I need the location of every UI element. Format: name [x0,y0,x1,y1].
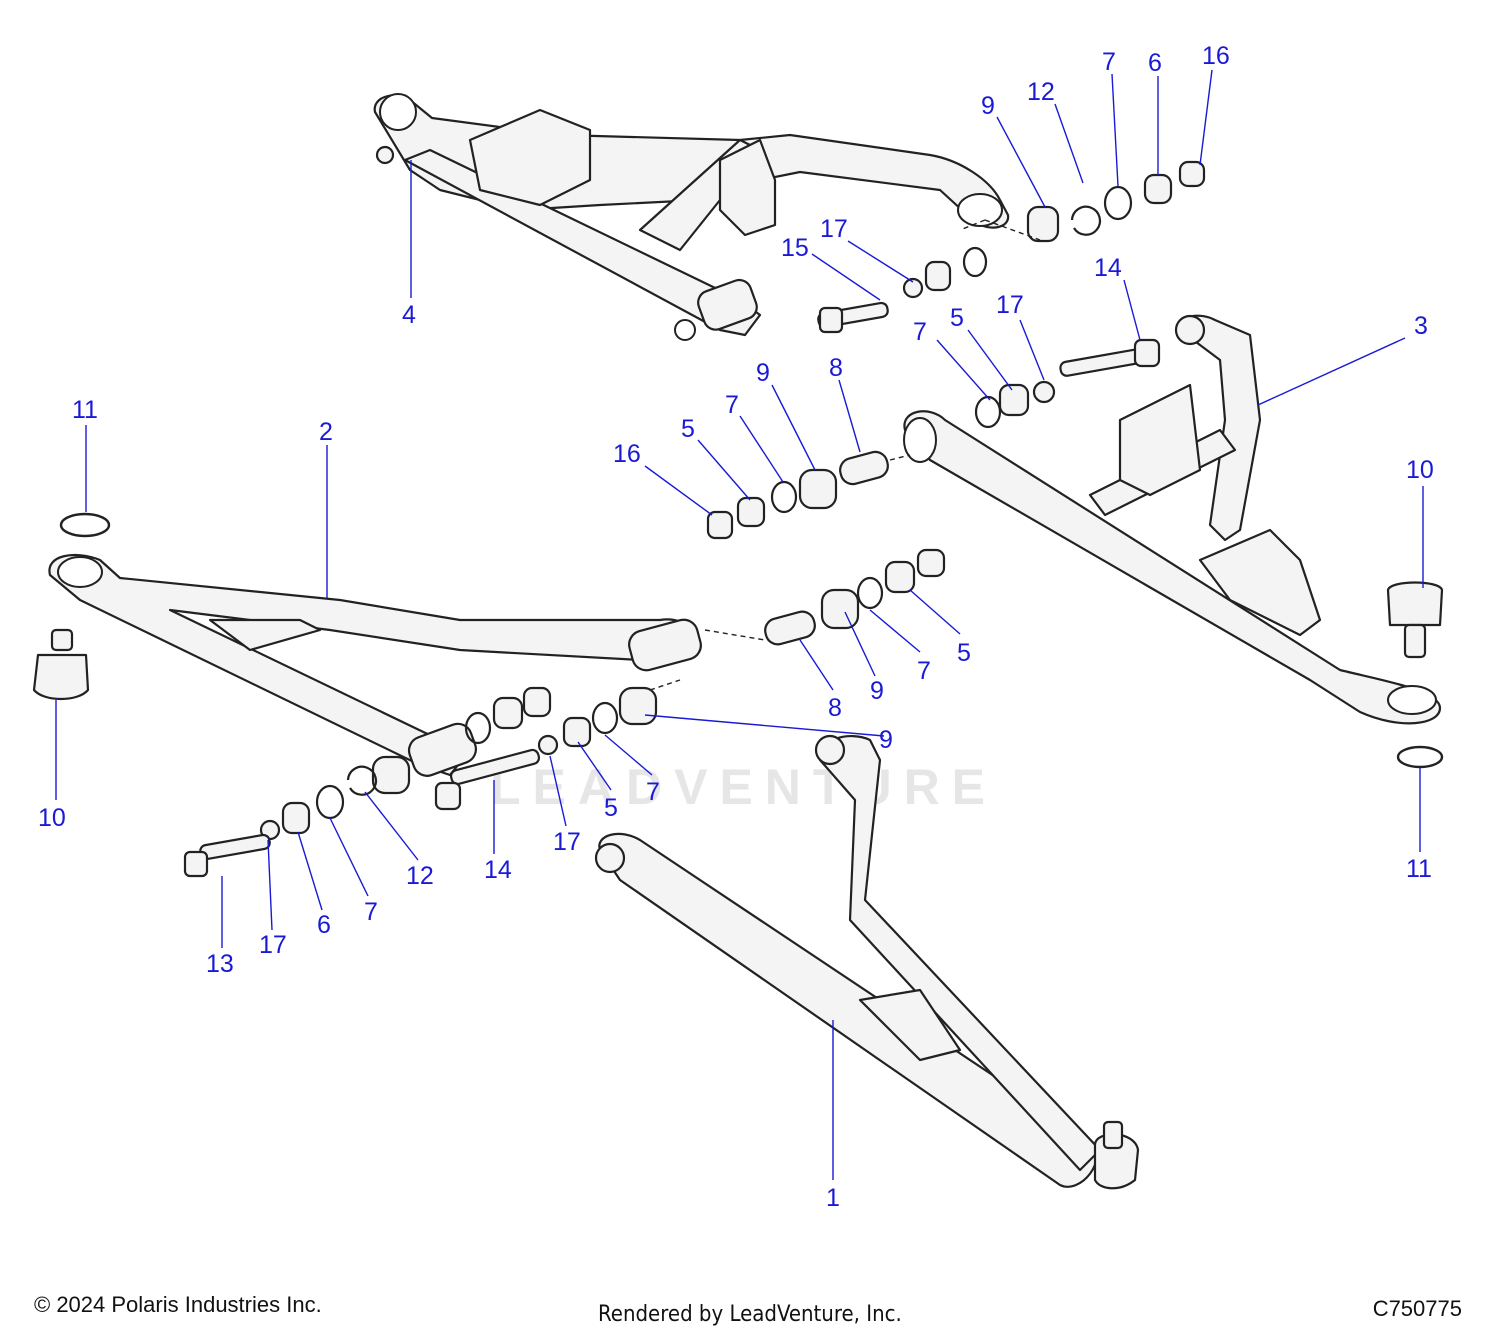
callout-7: 7 [364,898,378,926]
callout-17: 17 [553,828,581,856]
hardware-middle-center [706,338,1161,540]
callout-7: 7 [1102,48,1116,76]
callout-16: 16 [1202,42,1230,70]
hardware-upper-middle [817,246,988,334]
diagram-code: C750775 [1372,1296,1462,1321]
callout-13: 13 [206,950,234,978]
watermark: LEADVENTURE [490,759,998,815]
callout-15: 15 [781,234,809,262]
callout-labels: 4 9 12 7 6 16 17 15 14 3 7 5 17 9 8 7 5 … [38,42,1434,1212]
callout-5: 5 [681,415,695,443]
ball-joint-10-right [1386,581,1444,659]
callout-6: 6 [1148,49,1162,77]
callout-8: 8 [829,354,843,382]
callout-7: 7 [725,391,739,419]
callout-4: 4 [402,301,416,329]
callout-11: 11 [72,396,98,424]
callout-17: 17 [259,931,287,959]
upper-control-arm-4 [373,93,1010,341]
hardware-lower-left [183,679,681,878]
callout-9: 9 [981,92,995,120]
control-arm-3 [903,314,1442,725]
callout-10: 10 [38,804,66,832]
callout-5: 5 [957,639,971,667]
callout-16: 16 [613,440,641,468]
callout-2: 2 [319,418,333,446]
callout-7: 7 [913,318,927,346]
callout-7: 7 [917,657,931,685]
hardware-middle-lower [704,548,946,646]
callout-12: 12 [406,862,434,890]
copyright-notice: © 2024 Polaris Industries Inc. [34,1292,322,1317]
callout-8: 8 [828,694,842,722]
callout-17: 17 [820,215,848,243]
snap-ring-11-left [59,512,111,538]
callout-12: 12 [1027,78,1055,106]
callout-7: 7 [646,778,660,806]
callout-11: 11 [1406,855,1432,883]
callout-9: 9 [756,359,770,387]
callout-5: 5 [604,794,618,822]
snap-ring-11-right [1396,745,1444,769]
control-arm-2 [48,553,702,777]
callout-14: 14 [484,856,512,884]
leader-lines [55,69,1424,1180]
rendered-by-notice: Rendered by LeadVenture, Inc. [598,1302,902,1327]
ball-joint-10-left [32,628,90,700]
callout-9: 9 [870,677,884,705]
callout-3: 3 [1414,312,1428,340]
callout-10: 10 [1406,456,1434,484]
callout-5: 5 [950,304,964,332]
control-arm-1 [594,734,1140,1190]
callout-1: 1 [826,1184,840,1212]
callout-9: 9 [879,726,893,754]
callout-6: 6 [317,911,331,939]
callout-14: 14 [1094,254,1122,282]
callout-17: 17 [996,291,1024,319]
